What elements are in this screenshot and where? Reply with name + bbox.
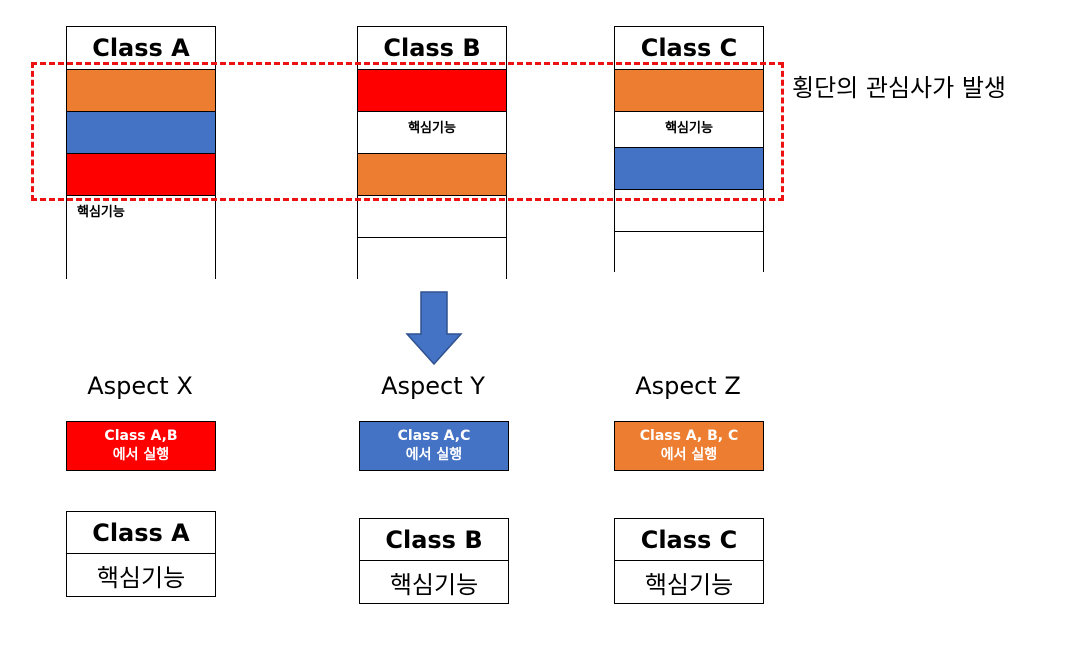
class-b-segment-4 bbox=[358, 195, 506, 237]
class-b-segment-5 bbox=[358, 237, 506, 279]
class-a-title: Class A bbox=[92, 34, 190, 62]
class-c-segment-5 bbox=[615, 231, 763, 273]
aspect-y-line2: 에서 실행 bbox=[405, 447, 463, 463]
core-box-class-b: Class B 핵심기능 bbox=[359, 518, 509, 604]
core-box-class-c: Class C 핵심기능 bbox=[614, 518, 764, 604]
class-a-segment-2 bbox=[67, 111, 215, 153]
core-class-c-title: Class C bbox=[615, 519, 763, 561]
down-arrow-icon bbox=[405, 291, 463, 366]
aspect-y-title: Aspect Y bbox=[381, 372, 485, 400]
class-c-segment-1 bbox=[615, 69, 763, 111]
class-c-core-label: 핵심기능 bbox=[665, 121, 713, 136]
aspect-z-line1: Class A, B, C bbox=[639, 428, 739, 444]
aspect-z-box: Class A, B, C 에서 실행 bbox=[614, 421, 764, 471]
class-c-column: Class C 핵심기능 bbox=[614, 26, 764, 273]
core-class-b-title: Class B bbox=[360, 519, 508, 561]
aspect-y-box: Class A,C 에서 실행 bbox=[359, 421, 509, 471]
core-class-b-text: 핵심기능 bbox=[389, 570, 479, 599]
aspect-x-title: Aspect X bbox=[87, 372, 193, 400]
class-b-title: Class B bbox=[383, 34, 481, 62]
class-b-segment-core bbox=[358, 111, 506, 153]
core-class-a-text: 핵심기능 bbox=[96, 563, 186, 592]
crosscut-dashed-box bbox=[31, 62, 784, 201]
class-a-segment-core bbox=[67, 195, 215, 279]
core-class-c-text: 핵심기능 bbox=[644, 570, 734, 599]
class-c-segment-3 bbox=[615, 147, 763, 189]
class-a-segment-3 bbox=[67, 153, 215, 195]
class-a-segment-1 bbox=[67, 69, 215, 111]
aspect-z-line2: 에서 실행 bbox=[660, 447, 718, 463]
class-c-title: Class C bbox=[640, 34, 738, 62]
core-box-class-a: Class A 핵심기능 bbox=[66, 511, 216, 597]
class-c-segment-4 bbox=[615, 189, 763, 231]
class-b-segment-3 bbox=[358, 153, 506, 195]
class-c-segment-core bbox=[615, 111, 763, 147]
aspect-z-title: Aspect Z bbox=[635, 372, 741, 400]
class-b-segment-1 bbox=[358, 69, 506, 111]
core-class-a-title: Class A bbox=[67, 512, 215, 554]
aspect-y-line1: Class A,C bbox=[397, 428, 471, 444]
class-b-column: Class B 핵심기능 bbox=[357, 26, 507, 279]
crosscut-label: 횡단의 관심사가 발생 bbox=[792, 74, 1006, 102]
aspect-x-box: Class A,B 에서 실행 bbox=[66, 421, 216, 471]
aspect-x-line2: 에서 실행 bbox=[112, 447, 170, 463]
aspect-x-line1: Class A,B bbox=[104, 428, 178, 444]
class-a-column: Class A 핵심기능 bbox=[66, 26, 216, 279]
class-a-core-label: 핵심기능 bbox=[77, 205, 125, 220]
class-b-core-label: 핵심기능 bbox=[408, 121, 456, 136]
